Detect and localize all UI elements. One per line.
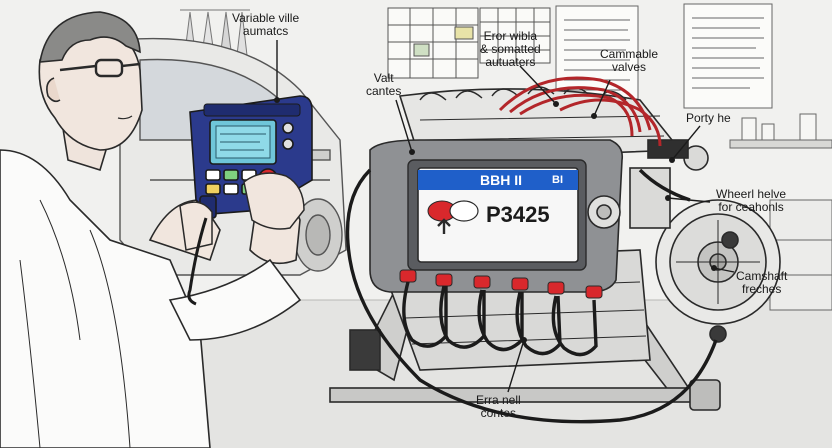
engine	[329, 86, 781, 411]
red-wire-harness	[498, 76, 662, 147]
callout-erra-nell-contes: Erra nell contes	[476, 394, 521, 420]
callout-error-actuators: Eror wibla & somatted autuaters	[480, 30, 541, 69]
technician-hand-left	[179, 201, 213, 251]
callout-line: Valt	[373, 71, 394, 85]
callout-line: Erra nell	[476, 393, 521, 407]
callout-line: Variable ville	[232, 11, 300, 25]
scanner-cable	[187, 217, 208, 306]
callout-line: valves	[612, 60, 647, 74]
callout-line: cantes	[366, 84, 402, 98]
callout-valt-cantes: Valt cantes	[366, 72, 401, 98]
technician-hand	[243, 172, 305, 230]
callout-line: & somatted	[480, 42, 541, 56]
callout-line: contes	[480, 406, 517, 420]
callout-line: freches	[742, 282, 782, 296]
callout-cammable-valves: Cammable valves	[600, 48, 658, 74]
callout-variable-valve-actuators: Variable ville aumatcs	[232, 12, 299, 38]
callout-porty-he: Porty he	[686, 112, 731, 125]
callout-camshaft-freches: Camshaft freches	[736, 270, 787, 296]
callout-line: Porty he	[686, 111, 731, 125]
callout-line: Cammable	[600, 47, 659, 61]
callout-leaders	[276, 40, 735, 393]
callout-line: autuaters	[485, 55, 536, 69]
wall-chart-grid-2	[479, 7, 551, 64]
callout-dots	[274, 97, 717, 343]
ignition-wires	[345, 168, 718, 424]
callout-line: Wheerl helve	[716, 187, 787, 201]
wall-document-2	[683, 3, 773, 109]
wall-chart-grid	[387, 7, 479, 79]
technician	[0, 11, 302, 448]
callout-line: Eror wibla	[483, 29, 538, 43]
engine-display-error-code: P3425	[486, 202, 550, 227]
callout-line: for ceahonls	[718, 200, 784, 214]
callout-line: aumatcs	[242, 24, 289, 38]
callout-wheel-helve: Wheerl helve for ceahonls	[716, 188, 786, 214]
engine-display-header-text: BBH II	[480, 172, 522, 188]
engine-display-header-right: BI	[552, 174, 563, 186]
callout-line: Camshaft	[736, 269, 788, 283]
